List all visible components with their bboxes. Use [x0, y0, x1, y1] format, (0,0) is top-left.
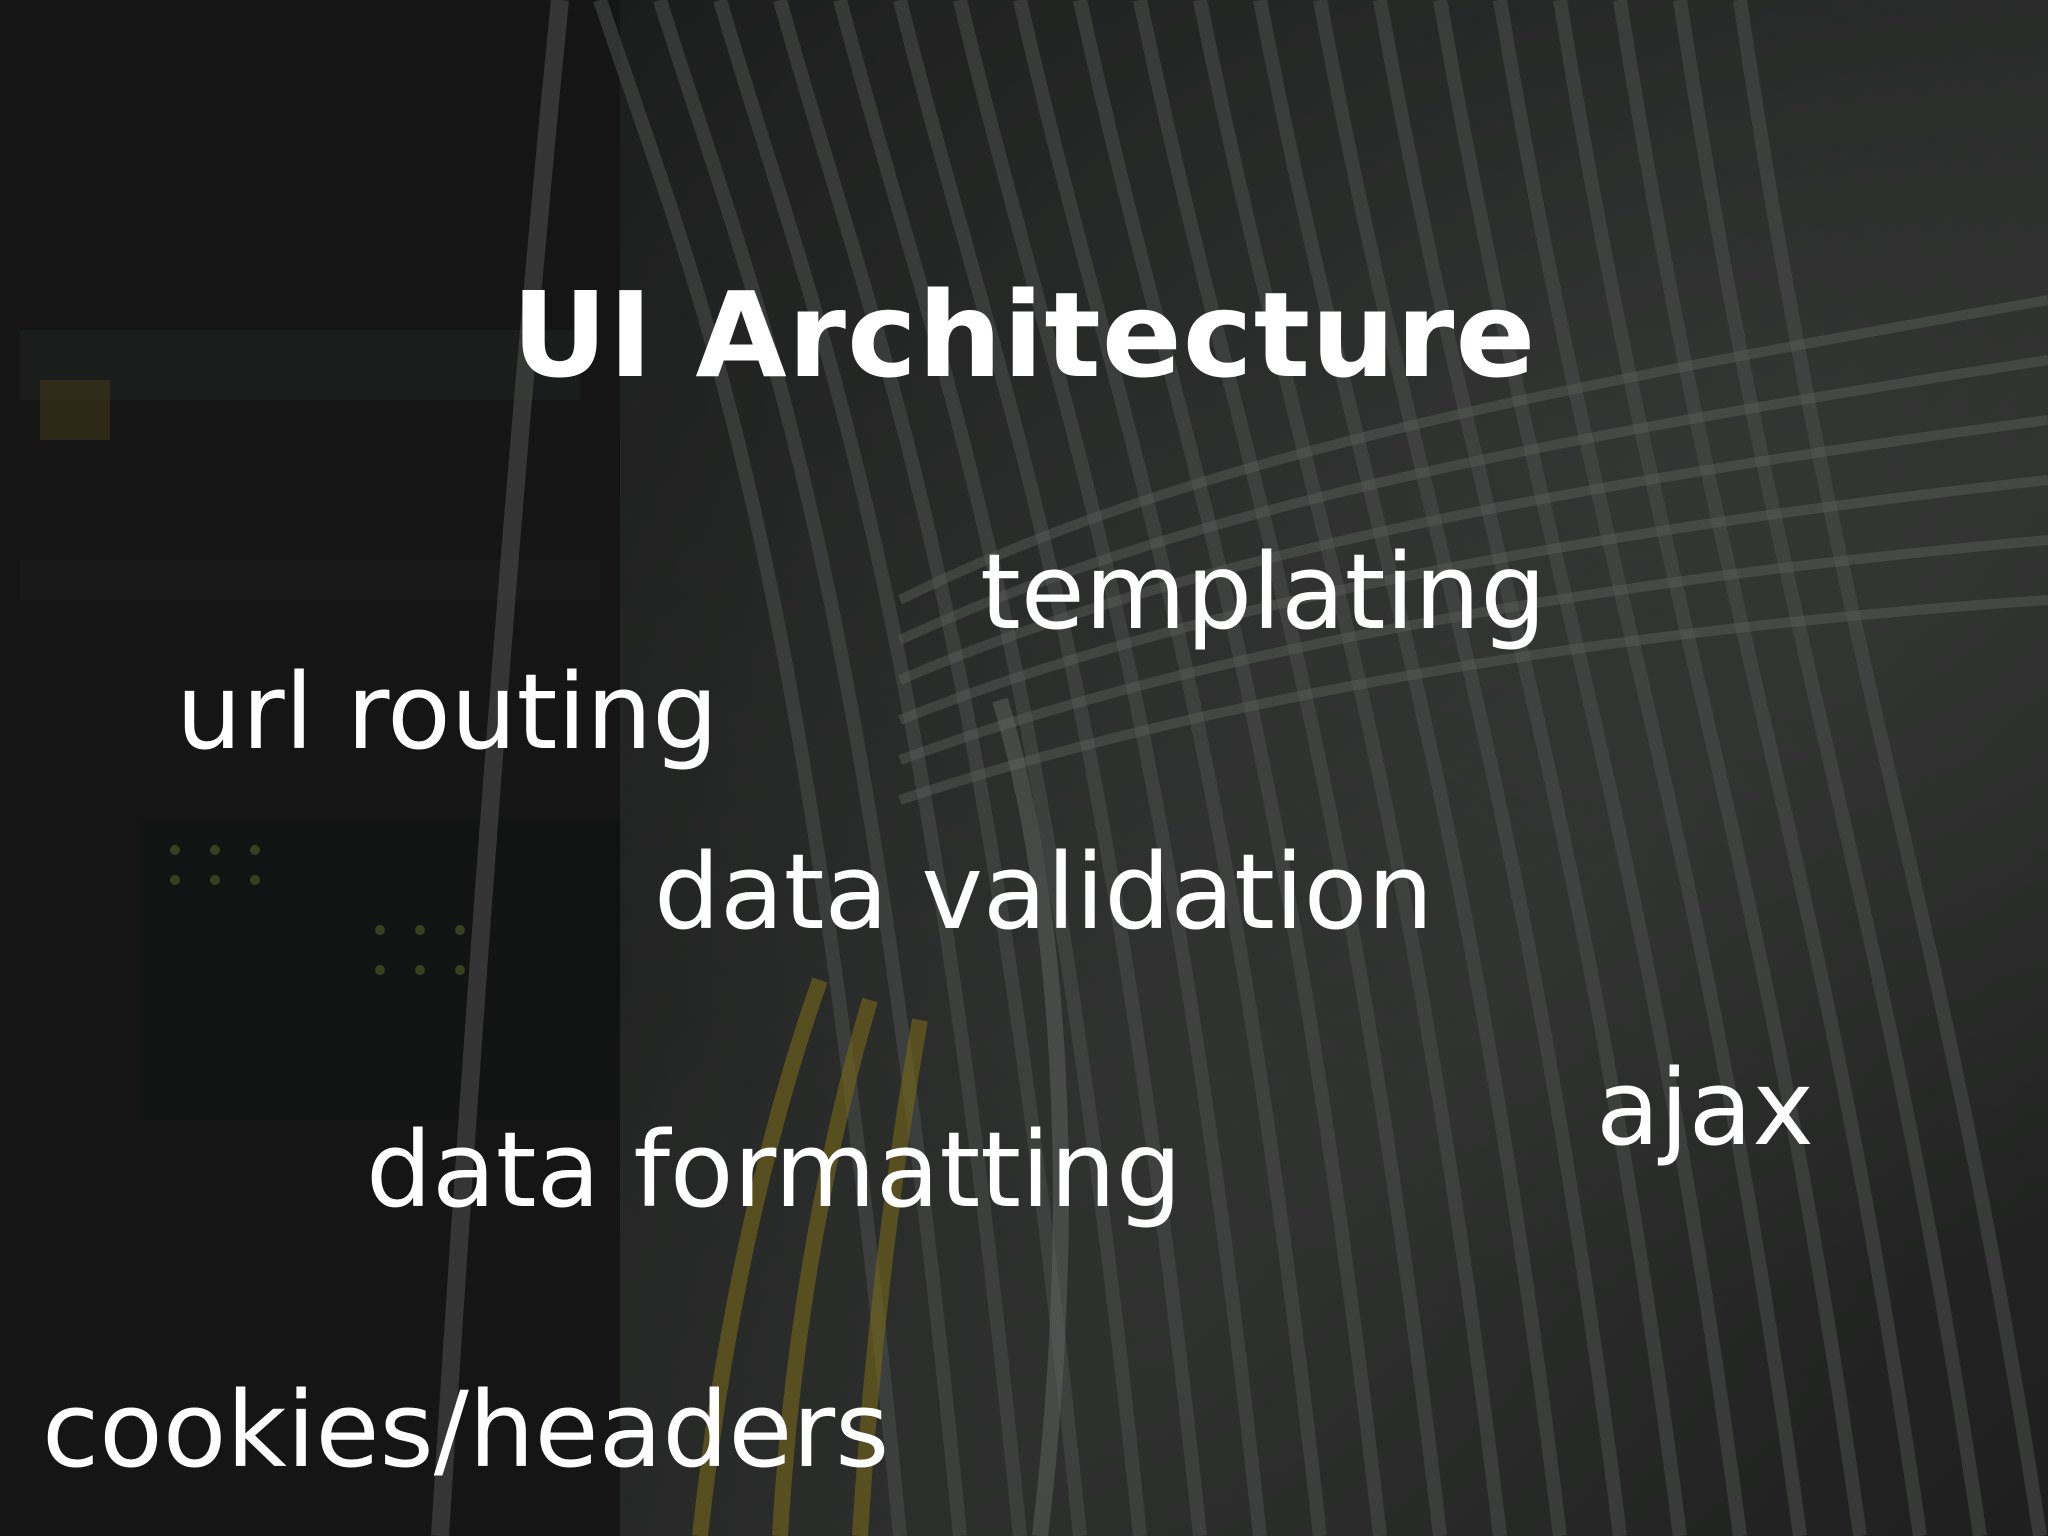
term-data-validation: data validation: [654, 831, 1434, 953]
term-templating: templating: [980, 531, 1547, 653]
term-cookies-headers: cookies/headers: [42, 1369, 890, 1491]
slide-title: UI Architecture: [511, 266, 1537, 404]
term-url-routing: url routing: [176, 651, 719, 773]
term-data-formatting: data formatting: [366, 1109, 1182, 1231]
term-ajax: ajax: [1596, 1047, 1814, 1169]
